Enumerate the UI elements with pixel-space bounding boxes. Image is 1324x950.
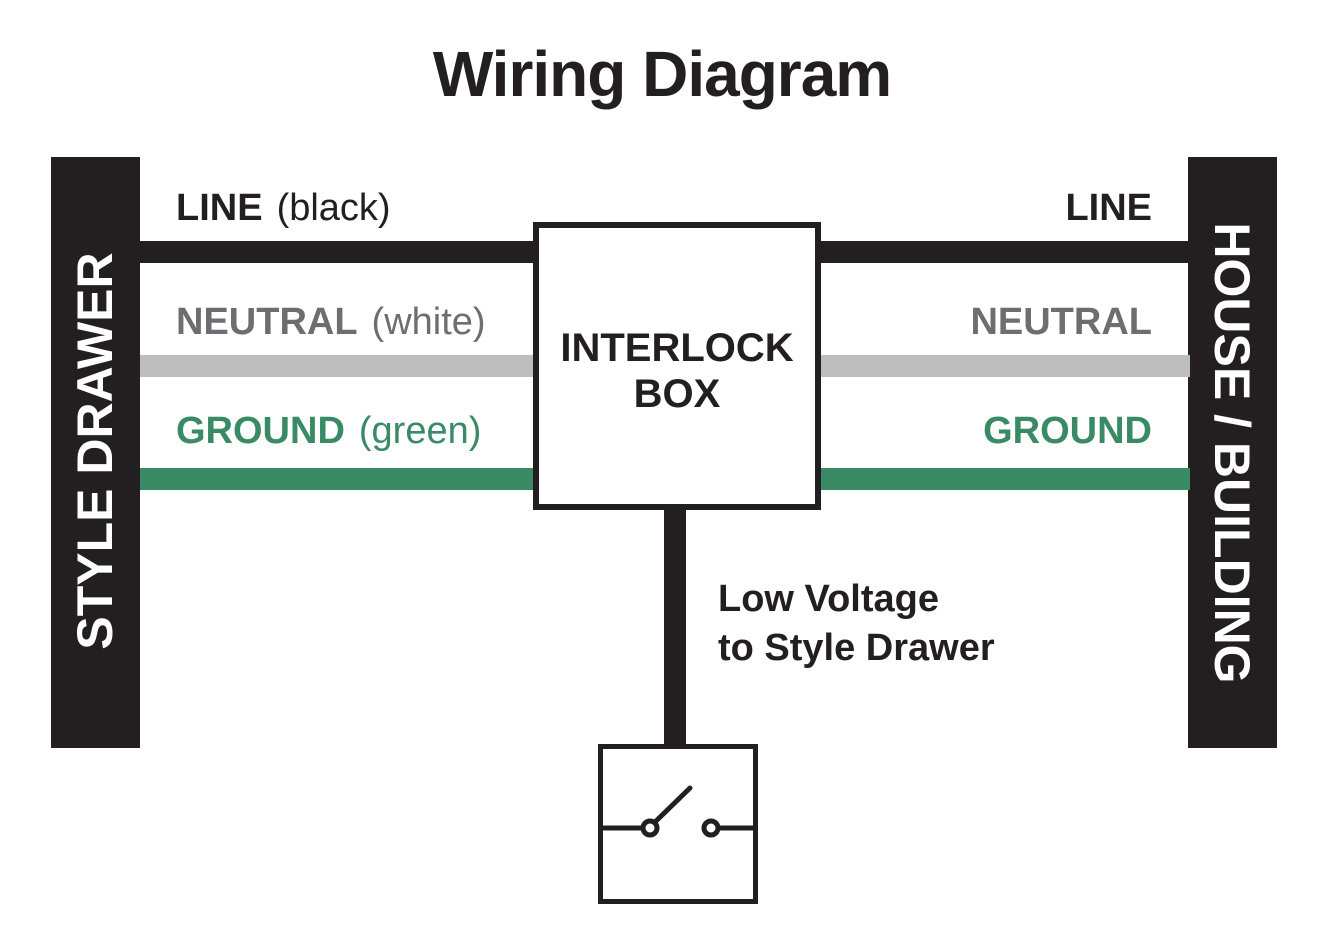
ground-wire-left (140, 468, 540, 490)
ground-label-left: GROUND (green) (176, 409, 481, 453)
interlock-box-line2: BOX (633, 372, 721, 416)
neutral-wire-right (810, 355, 1190, 377)
neutral-color-note: (white) (371, 301, 486, 343)
house-building-label: HOUSE / BUILDING (1204, 222, 1260, 684)
neutral-label-left: NEUTRAL (white) (176, 300, 486, 344)
line-name: LINE (176, 187, 263, 229)
line-wire-left (140, 241, 540, 263)
low-voltage-line1: Low Voltage (718, 578, 939, 620)
interlock-box-line1: INTERLOCK (560, 326, 794, 370)
line-wire-right (810, 241, 1190, 263)
neutral-name: NEUTRAL (176, 301, 358, 343)
ground-color-note: (green) (358, 410, 482, 452)
style-drawer-panel (51, 157, 140, 748)
switch-symbol-icon (603, 785, 753, 838)
neutral-wire-left (140, 355, 540, 377)
interlock-box-label: INTERLOCK BOX (533, 325, 821, 417)
ground-name: GROUND (176, 410, 345, 452)
diagram-title: Wiring Diagram (432, 38, 892, 110)
ground-wire-right (810, 468, 1190, 490)
ground-label-right: GROUND (983, 410, 1152, 452)
line-color-note: (black) (276, 187, 391, 229)
interlock-box (533, 222, 821, 510)
house-building-panel (1188, 157, 1277, 748)
low-voltage-label: Low Voltage to Style Drawer (718, 575, 995, 673)
style-drawer-label: STYLE DRAWER (67, 252, 123, 650)
line-label-left: LINE (black) (176, 186, 391, 230)
neutral-label-right: NEUTRAL (970, 301, 1152, 343)
switch-box (598, 744, 758, 904)
line-label-right: LINE (1065, 187, 1152, 229)
low-voltage-line2: to Style Drawer (718, 627, 995, 669)
low-voltage-wire (664, 500, 686, 748)
